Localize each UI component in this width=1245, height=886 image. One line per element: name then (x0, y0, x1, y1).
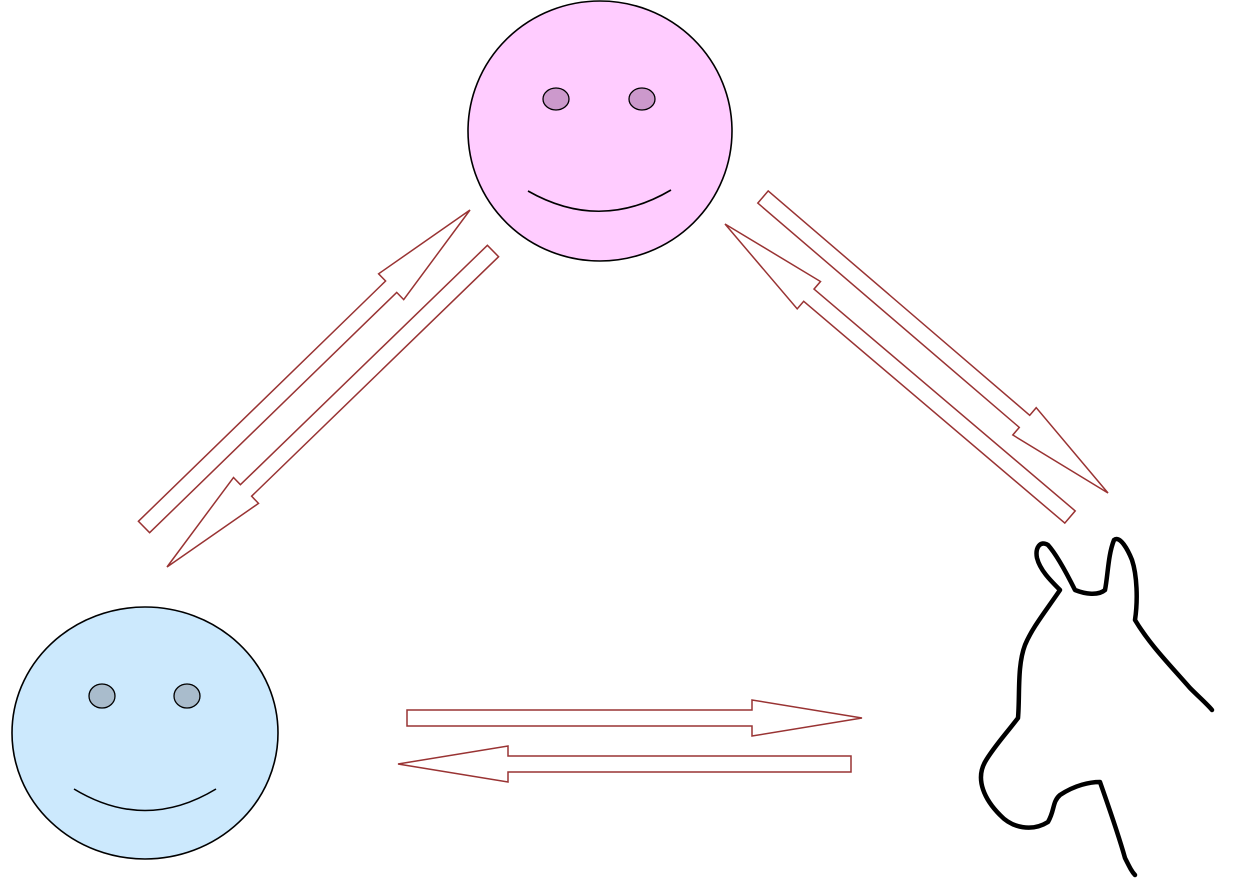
blue-face-circle (11, 606, 279, 860)
arrow-blue-face-to-pink-face (137, 209, 471, 534)
horse-head-icon (978, 536, 1215, 878)
pink-face-mouth (527, 189, 672, 212)
arrow-blue-face-to-horse (406, 699, 863, 737)
blue-smiley-face-icon (11, 606, 279, 860)
pink-face-circle (467, 0, 733, 262)
arrow-horse-to-blue-face (397, 745, 852, 783)
arrow-horse-to-pink-face (724, 223, 1077, 525)
horse-head-outline (978, 536, 1215, 878)
blue-face-right-eye (173, 683, 201, 709)
pink-smiley-face-icon (467, 0, 733, 262)
arrow-pink-face-to-blue-face (166, 244, 500, 568)
blue-face-mouth (73, 788, 217, 812)
pink-face-left-eye (542, 87, 570, 111)
arrows (137, 189, 1109, 783)
pink-face-right-eye (628, 87, 656, 111)
blue-face-left-eye (88, 683, 116, 709)
arrow-pink-face-to-horse (756, 189, 1109, 494)
